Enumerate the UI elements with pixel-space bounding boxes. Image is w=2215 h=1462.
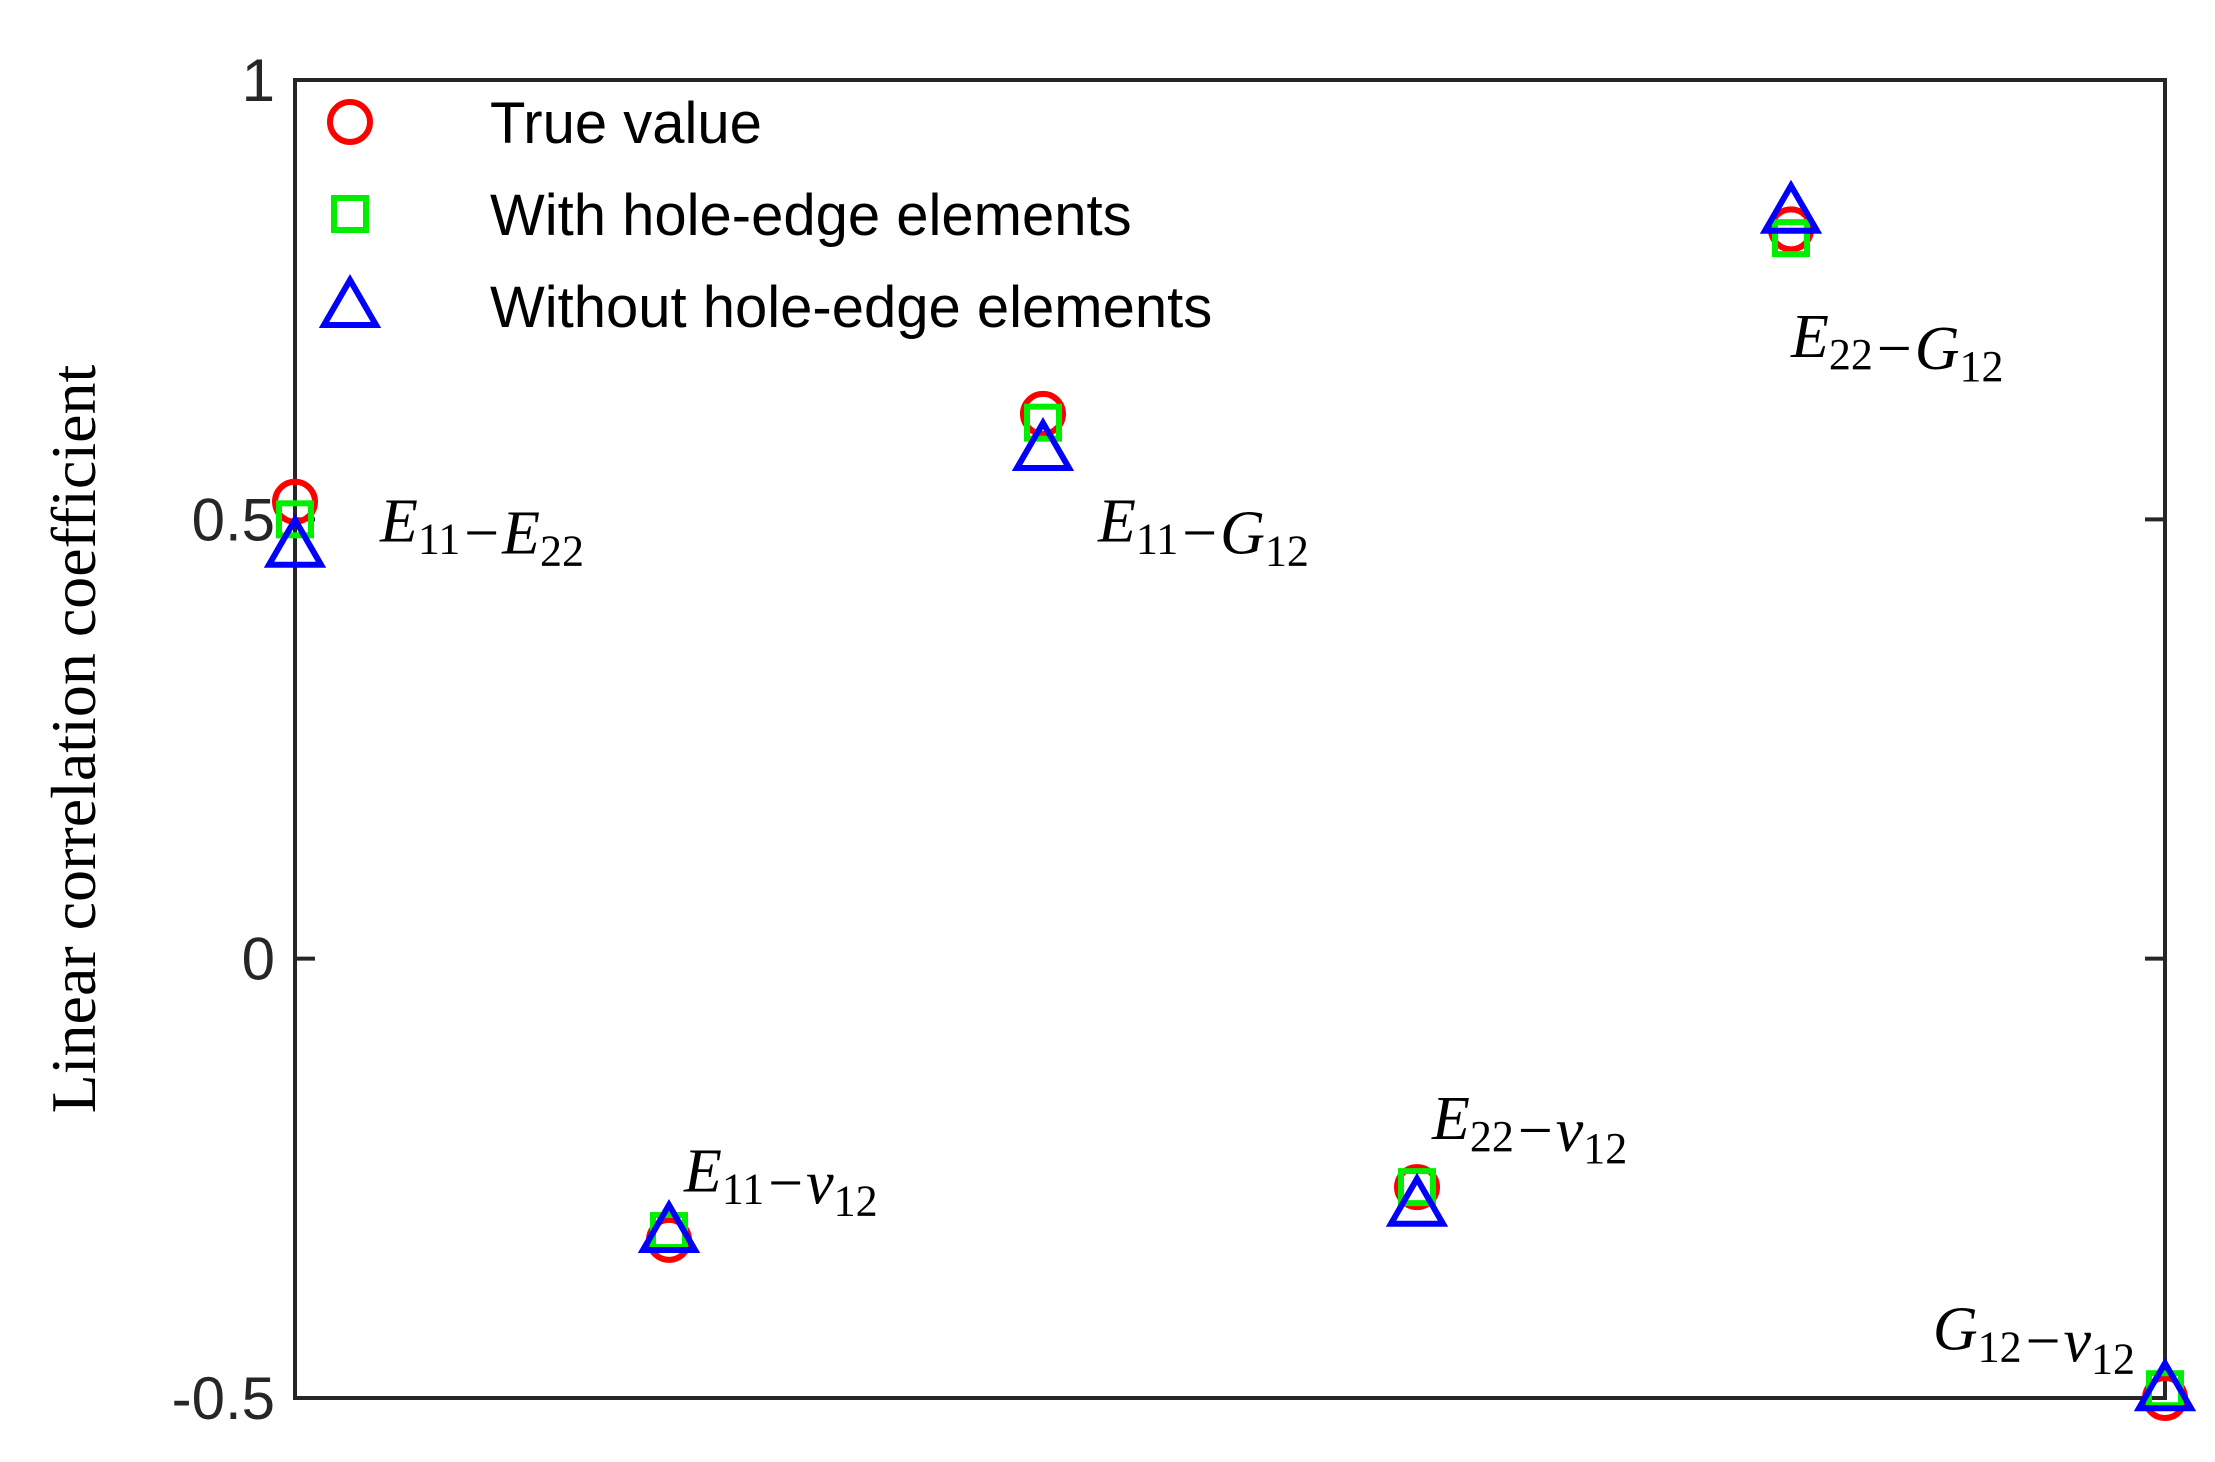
y-axis-title: Linear correlation coefficient <box>38 364 109 1113</box>
triangle-point <box>1385 1172 1449 1227</box>
y-tick-label: 1 <box>242 47 275 114</box>
triangle-point <box>1011 417 1075 472</box>
legend-circle-icon <box>327 99 373 145</box>
data-markers <box>263 179 2197 1421</box>
square-point <box>1024 403 1062 442</box>
legend-triangle-icon <box>318 274 382 328</box>
pair-label: G12−v12 <box>1933 1296 2135 1384</box>
triangle-point <box>2133 1357 2197 1412</box>
y-tick-label: 0 <box>242 926 275 993</box>
triangle-point <box>637 1199 701 1254</box>
pair-label: E11−E22 <box>379 487 584 575</box>
circle-point <box>1394 1164 1440 1211</box>
y-tick-label: 0.5 <box>192 486 275 553</box>
pair-label: E11−v12 <box>683 1138 878 1226</box>
legend-label: Without hole-edge elements <box>490 275 1212 340</box>
y-axis: 1 0.5 0 -0.5 <box>172 47 2165 1432</box>
pair-label: E11−G12 <box>1097 487 1309 575</box>
y-tick-label: -0.5 <box>172 1365 275 1432</box>
legend-square-icon <box>331 195 369 233</box>
square-point <box>276 500 314 539</box>
legend-label: True value <box>490 91 762 156</box>
pair-label: E22−v12 <box>1431 1085 1627 1173</box>
square-point <box>1772 219 1810 258</box>
plot-frame <box>293 78 2167 1400</box>
square-point <box>1398 1168 1436 1207</box>
triangle-point <box>1759 179 1823 234</box>
circle-point <box>1020 390 1066 437</box>
pair-label: E22−G12 <box>1790 303 2004 391</box>
triangle-point <box>263 513 327 568</box>
legend-label: With hole-edge elements <box>490 183 1132 248</box>
